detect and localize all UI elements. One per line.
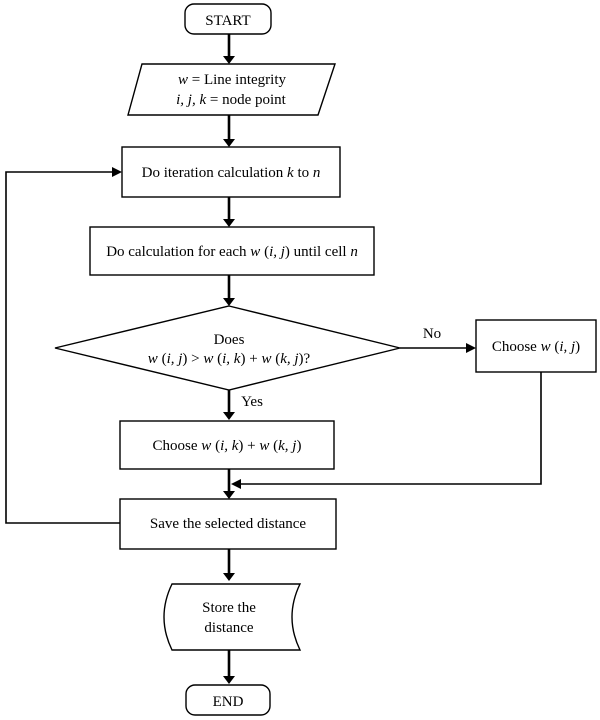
formula-fragment: i, j [559,339,575,355]
formula-fragment: w [261,351,271,367]
formula-fragment: ( [211,438,220,454]
loop-back-arrow [5,171,120,524]
choose-sum-label: Choose w (i, k) + w (k, j) [153,438,302,454]
formula-fragment: w [259,438,269,454]
no-label: No [423,326,441,342]
formula-fragment: Choose [153,438,202,454]
calculation-node: Do calculation for each w (i, j) until c… [89,226,375,276]
formula-fragment: i, k [220,438,239,454]
formula-fragment: )? [299,351,311,367]
formula-fragment: k, j [280,351,298,367]
formula-fragment: w [203,351,213,367]
yes-label: Yes [241,394,263,410]
end-label: END [213,694,244,710]
decision-line-2: w (i, j) > w (i, k) + w (k, j)? [148,351,311,367]
formula-fragment: w [148,351,158,367]
formula-fragment: k, j [278,438,296,454]
arrow-choose-ij-to-save [240,372,542,485]
arrowhead-input-iterate [223,139,235,147]
arrowhead-store [223,573,235,581]
save-label: Save the selected distance [150,516,307,532]
calculation-label: Do calculation for each w (i, j) until c… [106,244,358,260]
formula-fragment: i, j [167,351,183,367]
store-node: Store the distance [163,583,302,651]
formula-fragment: ( [551,339,560,355]
start-node: START [184,3,272,35]
choose-ij-node: Choose w (i, j) [475,319,597,373]
decision-line-1: Does [214,332,245,348]
store-line-1: Store the [202,600,256,616]
formula-fragment: i, k [222,351,241,367]
formula-fragment: ) + [238,438,259,454]
save-node: Save the selected distance [119,498,337,550]
iteration-node: Do iteration calculation k to n [121,146,341,198]
formula-fragment: ( [269,438,278,454]
end-node: END [185,684,271,716]
decision-node: Does w (i, j) > w (i, k) + w (k, j)? [54,305,401,391]
arrowhead-no [466,343,476,353]
arrowhead-loop [112,167,122,177]
input-node: w = Line integrity i, j, k = node point [127,63,336,116]
arrowhead-yes [223,412,235,420]
arrowhead-save [223,491,235,499]
formula-fragment: Choose [492,339,541,355]
formula-fragment: ( [213,351,222,367]
formula-fragment: w [201,438,211,454]
choose-ij-label: Choose w (i, j) [492,339,580,355]
formula-fragment: ( [271,351,280,367]
start-label: START [205,13,250,29]
formula-fragment: ) > [182,351,203,367]
store-line-2: distance [204,620,253,636]
arrowhead-calc-decision [223,298,235,306]
arrowhead-iterate-calc [223,219,235,227]
formula-fragment: ) + [240,351,261,367]
arrowhead-end [223,676,235,684]
arrowhead-start-input [223,56,235,64]
formula-fragment: ) [296,438,301,454]
input-line-2: i, j, k = node point [176,92,287,108]
formula-fragment: ) [575,339,580,355]
formula-fragment: w [541,339,551,355]
formula-fragment: ( [158,351,167,367]
input-line-1: w = Line integrity [178,72,287,88]
arrowhead-choose-ij-merge [231,479,241,489]
iteration-label: Do iteration calculation k to n [142,165,321,181]
choose-sum-node: Choose w (i, k) + w (k, j) [119,420,335,470]
